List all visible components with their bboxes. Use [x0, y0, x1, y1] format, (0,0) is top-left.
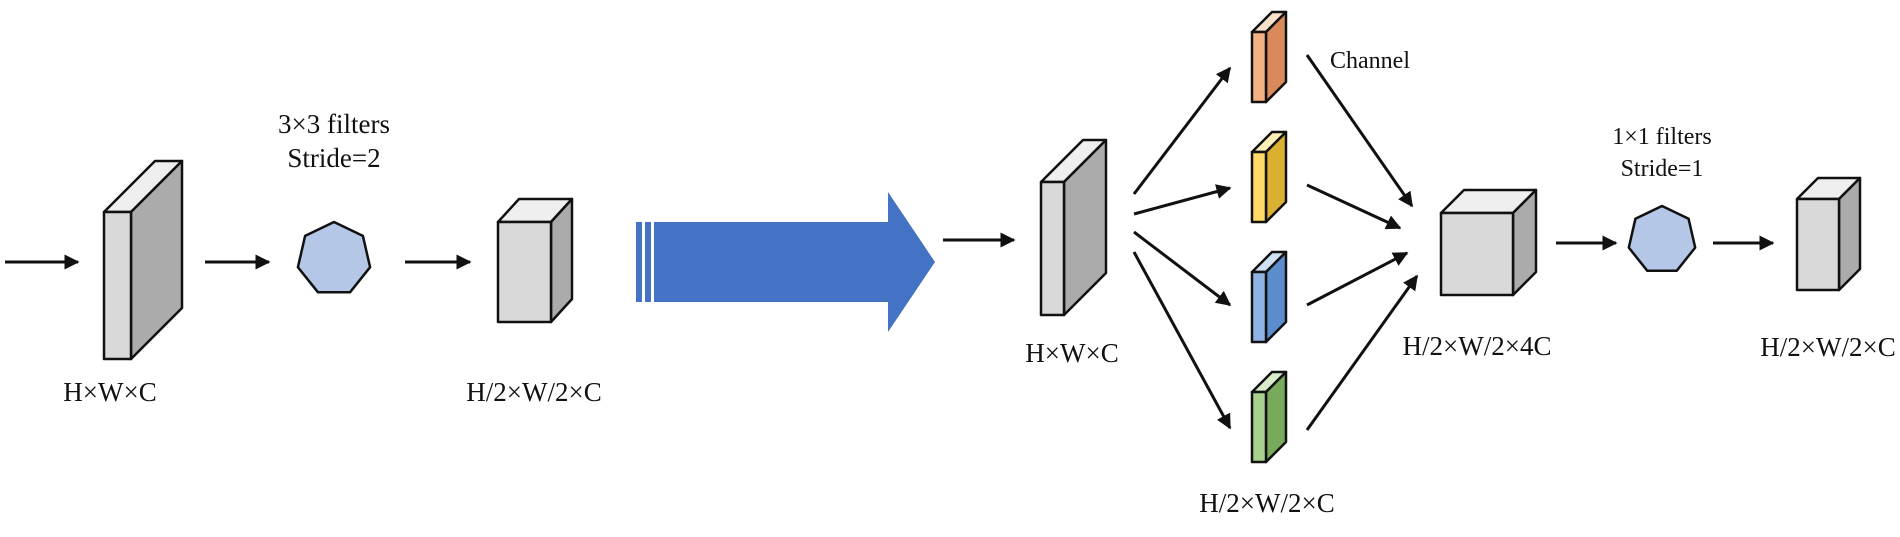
split-arrow-3 [1133, 230, 1232, 307]
input-tensor-right [1039, 138, 1108, 317]
input-label-left: H×W×C [63, 377, 156, 407]
slice-blue [1250, 250, 1288, 344]
concat-label: H/2×W/2×4C [1403, 331, 1552, 361]
output-label-right: H/2×W/2×C [1760, 332, 1895, 362]
concat-arrow-2 [1306, 183, 1402, 230]
output-label-left: H/2×W/2×C [466, 377, 601, 407]
conv-3x3-heptagon [296, 220, 372, 294]
channel-label: Channel [1330, 48, 1410, 74]
filter-label-left-2: Stride=2 [287, 143, 380, 173]
split-arrow-4 [1132, 251, 1232, 430]
filter-label-left-1: 3×3 filters [278, 109, 390, 139]
conv-1x1-heptagon [1627, 204, 1697, 272]
input-tensor-left [102, 159, 184, 361]
slice-orange [1250, 10, 1288, 104]
slice-green [1250, 370, 1288, 464]
concat-arrow-1 [1305, 54, 1414, 208]
filter-label-right-1: 1×1 filters [1612, 124, 1712, 150]
slices-label: H/2×W/2×C [1199, 488, 1334, 518]
split-arrow-2 [1133, 184, 1232, 216]
output-tensor-left [496, 197, 574, 324]
filter-label-right-2: Stride=1 [1621, 156, 1704, 182]
output-tensor-right [1795, 176, 1862, 292]
concat-tensor [1439, 188, 1538, 297]
slice-yellow [1250, 130, 1288, 224]
concat-arrow-3 [1306, 251, 1409, 307]
transition-arrow [636, 192, 935, 332]
split-arrow-1 [1132, 66, 1232, 195]
concat-arrow-4 [1305, 274, 1419, 431]
input-label-right: H×W×C [1025, 338, 1118, 368]
